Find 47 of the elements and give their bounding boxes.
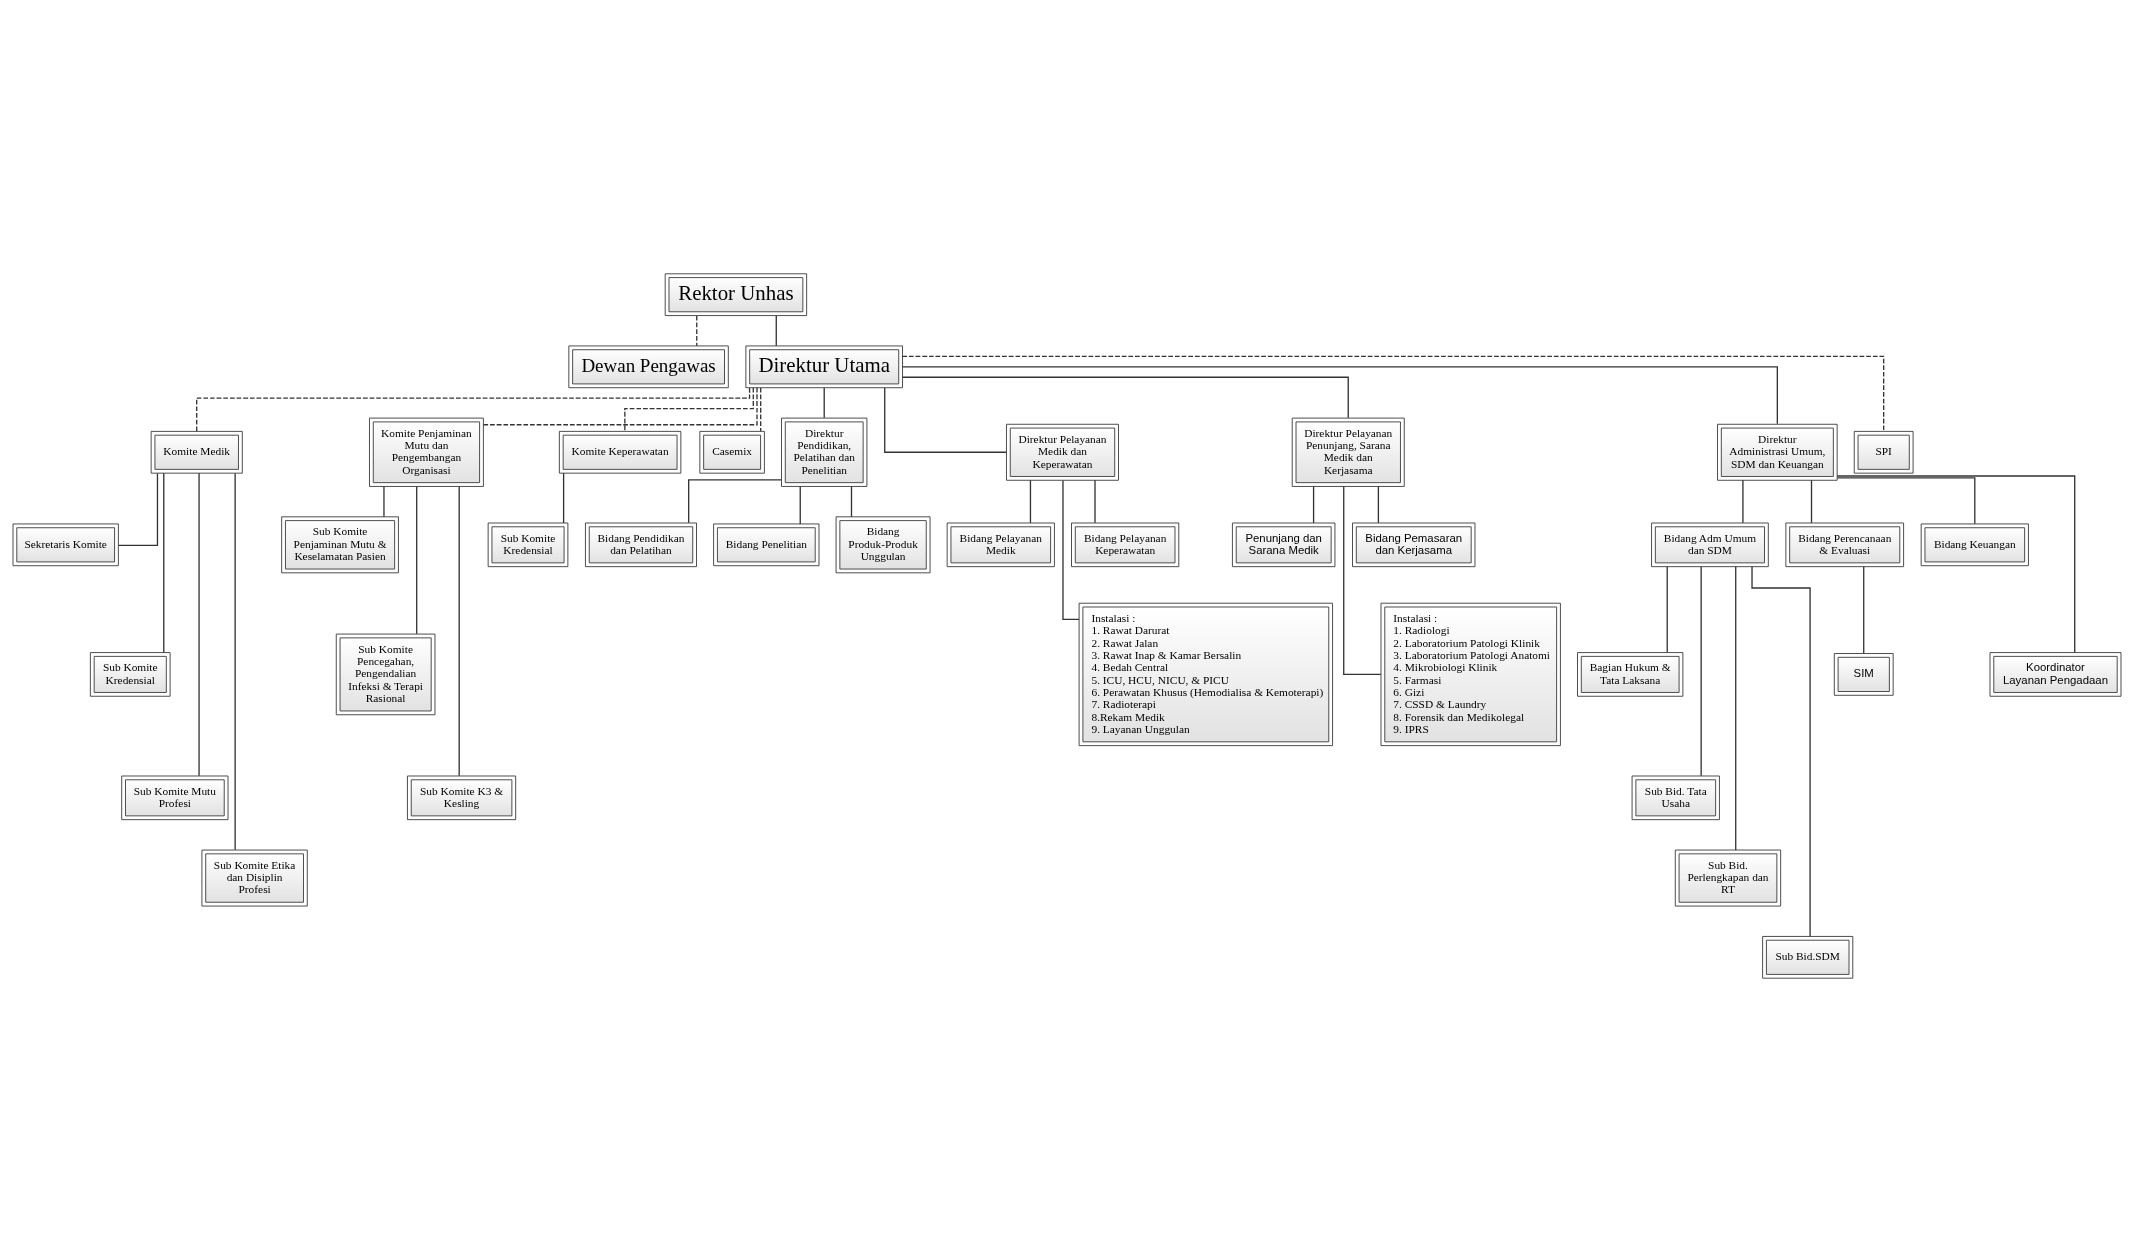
connector <box>624 386 754 432</box>
connector <box>760 386 762 432</box>
connector <box>1312 485 1315 523</box>
connector <box>1666 565 1668 653</box>
node-box: Instalasi : 1. Rawat Darurat 2. Rawat Jalan 3. Rawat Inap & Kamar Bersalin 4. Bedah Central 5. ICU, HCU, NICU, & PICU 6. Perawatan Khusus (Hemodialisa & Kemoterapi) 7. Radioterapi 8.Rekam Medik 9. Layanan Unggulan <box>1078 602 1334 746</box>
connector <box>1863 565 1865 654</box>
connector <box>383 485 385 517</box>
node-box: Sub Komite Kredensial <box>89 651 171 697</box>
connector <box>416 485 418 634</box>
connector <box>234 472 236 850</box>
node-box: SIM <box>1833 652 1894 696</box>
node-box: Komite Keperawatan <box>558 430 682 474</box>
connector <box>884 386 1007 453</box>
connector <box>1062 479 1080 620</box>
connector <box>1377 485 1380 523</box>
connector <box>1742 479 1744 523</box>
node-box: Rektor Unhas <box>664 272 808 316</box>
node-box: Koordinator Layanan Pengadaan <box>1989 651 2122 697</box>
connector <box>823 386 825 418</box>
connector <box>1343 485 1382 675</box>
connector <box>163 472 165 653</box>
connector <box>458 485 460 776</box>
connector <box>688 478 782 523</box>
node-box: Komite Medik <box>150 430 243 474</box>
connector <box>1700 565 1702 776</box>
connector <box>1751 565 1811 937</box>
connector <box>482 386 758 425</box>
node-box: Dewan Pengawas <box>568 344 729 388</box>
connector <box>1836 474 2076 653</box>
connector <box>902 376 1349 418</box>
node-box: Bidang Produk-Produk Unggulan <box>835 515 931 573</box>
connector <box>198 472 200 776</box>
connector <box>696 314 698 346</box>
connector <box>1836 476 1976 524</box>
connector <box>775 314 777 346</box>
connector <box>1810 479 1813 523</box>
connector <box>901 365 1778 424</box>
connector <box>850 485 853 517</box>
connector <box>901 355 1885 432</box>
connector <box>1735 565 1737 851</box>
connector <box>196 386 751 432</box>
connector <box>562 472 565 524</box>
node-box: SPI <box>1853 430 1914 474</box>
connector <box>117 472 159 546</box>
connector <box>1029 479 1032 523</box>
connector <box>1094 479 1096 523</box>
connector <box>799 485 801 525</box>
